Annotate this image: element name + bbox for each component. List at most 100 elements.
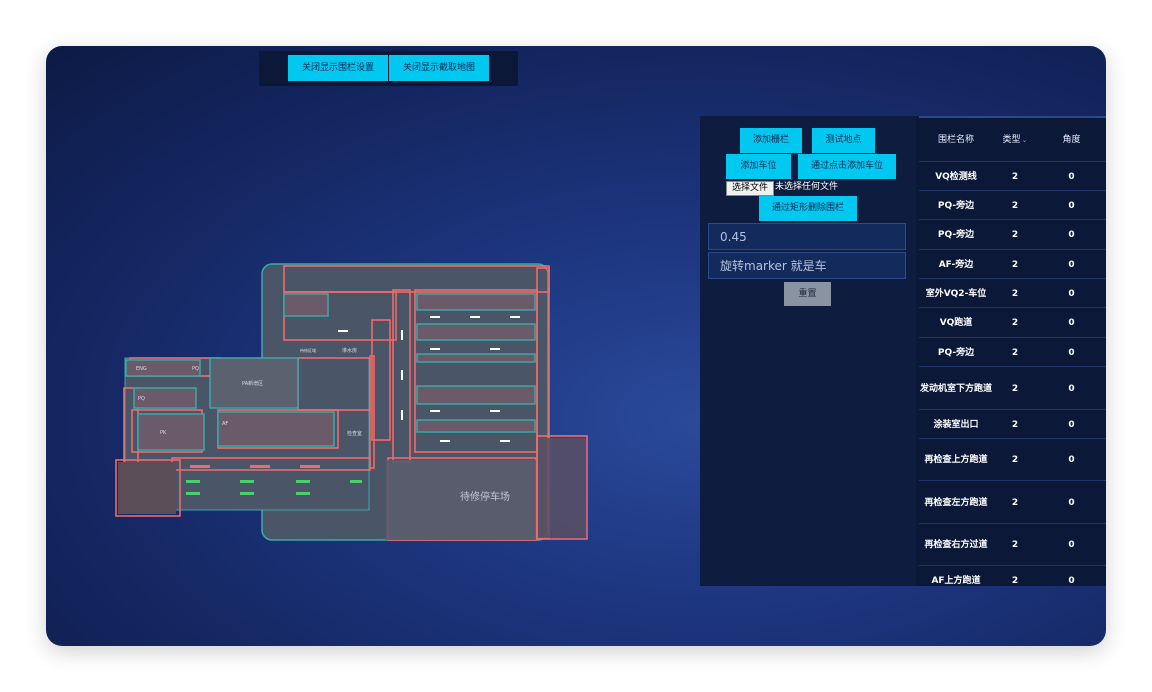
zone-hatch-6 xyxy=(416,419,536,433)
table-header: 围栏名称 类型⌄ 角度 xyxy=(919,116,1106,162)
reset-button[interactable]: 重置 xyxy=(784,282,831,306)
cell-name: PQ-旁边 xyxy=(937,200,975,211)
table-row[interactable]: 涂装室出口 2 0 xyxy=(919,409,1106,439)
zone-group xyxy=(125,293,536,451)
zone-pk xyxy=(137,413,205,451)
cell-name: AF-旁边 xyxy=(938,259,974,270)
zone-hatch-5 xyxy=(416,385,536,405)
chevron-down-icon: ⌄ xyxy=(1021,136,1028,144)
cell-type: 2 xyxy=(1011,171,1019,182)
click-add-parking-button[interactable]: 通过点击添加车位 xyxy=(798,154,896,179)
cell-angle: 0 xyxy=(1068,288,1075,299)
white-arrow-group xyxy=(338,316,520,442)
label-pq-2: PQ xyxy=(138,396,145,402)
cell-name: AF上方跑道 xyxy=(931,576,981,586)
app-frame: 关闭显示围栏设置 关闭显示截取地图 xyxy=(46,46,1106,646)
factory-map-canvas[interactable]: 待修停车场 PA新增区 ENG PQ PQ AF PK 淋水房 检查室 待修区域 xyxy=(110,260,588,545)
header-angle: 角度 xyxy=(1062,135,1081,145)
label-pa: PA新增区 xyxy=(242,380,263,387)
cell-type: 2 xyxy=(1011,540,1019,550)
cell-angle: 0 xyxy=(1068,318,1075,328)
control-area: 添加栅栏 测试地点 添加车位 通过点击添加车位 选择文件 未选择任何文件 通过矩… xyxy=(700,116,916,586)
cell-type: 2 xyxy=(1011,200,1019,211)
label-pk: PK xyxy=(160,430,167,436)
table-row[interactable]: AF-旁边 2 0 xyxy=(919,249,1106,279)
cell-name: VQ跑道 xyxy=(939,318,973,328)
zone-pa xyxy=(209,357,299,409)
cell-name: 室外VQ2-车位 xyxy=(925,288,987,299)
choose-file-button[interactable]: 选择文件 xyxy=(726,181,775,196)
cell-angle: 0 xyxy=(1068,171,1075,182)
zone-pq xyxy=(133,387,197,409)
cell-name: 发动机室下方跑道 xyxy=(919,383,992,394)
cell-type: 2 xyxy=(1011,230,1019,240)
fence-far-right xyxy=(536,435,588,540)
cell-type: 2 xyxy=(1011,576,1019,586)
add-fence-button[interactable]: 添加栅栏 xyxy=(740,128,802,153)
label-pq: PQ xyxy=(192,366,199,372)
cell-name: 再检查右方过道 xyxy=(924,540,988,550)
header-type[interactable]: 类型⌄ xyxy=(993,118,1037,162)
green-arrow-group xyxy=(186,480,362,495)
cell-angle: 0 xyxy=(1068,259,1075,270)
toggle-capture-map-button[interactable]: 关闭显示截取地图 xyxy=(389,55,489,81)
cell-angle: 0 xyxy=(1068,347,1075,358)
table-row[interactable]: 再检查上方跑道 2 0 xyxy=(919,438,1106,481)
toggle-fence-settings-button[interactable]: 关闭显示围栏设置 xyxy=(288,55,388,81)
label-af: AF xyxy=(222,421,228,427)
rect-delete-fence-button[interactable]: 通过矩形删除围栏 xyxy=(759,196,857,221)
top-toolbar: 关闭显示围栏设置 关闭显示截取地图 xyxy=(259,51,518,86)
cell-type: 2 xyxy=(1011,419,1019,430)
cell-angle: 0 xyxy=(1068,200,1075,211)
cell-angle: 0 xyxy=(1068,419,1075,430)
rotate-marker-input[interactable]: 旋转marker 就是车 xyxy=(708,252,906,279)
zone-hatch-1 xyxy=(283,293,329,317)
test-location-button[interactable]: 测试地点 xyxy=(812,128,875,153)
zone-hatch-4 xyxy=(416,353,536,363)
table-row[interactable]: VQ跑道 2 0 xyxy=(919,307,1106,338)
cell-angle: 0 xyxy=(1068,576,1075,586)
cell-angle: 0 xyxy=(1068,230,1075,240)
table-row[interactable]: AF上方跑道 2 0 xyxy=(919,565,1106,586)
cell-name: PQ-旁边 xyxy=(937,230,975,240)
cell-name: 再检查左方跑道 xyxy=(924,497,988,508)
zone-eng xyxy=(125,359,201,377)
cell-name: 再检查上方跑道 xyxy=(924,455,988,465)
cell-name: VQ检测线 xyxy=(935,171,977,182)
label-small: 待修区域 xyxy=(300,347,316,353)
table-row[interactable]: 再检查右方过道 2 0 xyxy=(919,523,1106,566)
cell-name: 涂装室出口 xyxy=(933,419,979,430)
cell-type: 2 xyxy=(1011,288,1019,299)
factory-map[interactable]: 待修停车场 PA新增区 ENG PQ PQ AF PK 淋水房 检查室 待修区域 xyxy=(110,260,588,545)
cell-angle: 0 xyxy=(1068,455,1075,465)
label-wait-parking: 待修停车场 xyxy=(460,490,510,503)
file-status-text: 未选择任何文件 xyxy=(775,182,839,192)
wait-parking-area xyxy=(386,460,536,540)
cell-name: PQ-旁边 xyxy=(937,347,975,358)
cell-type: 2 xyxy=(1011,259,1019,270)
left-bottom-area xyxy=(118,462,176,514)
table-row[interactable]: PQ-旁边 2 0 xyxy=(919,219,1106,250)
arrow-group xyxy=(190,465,320,468)
header-name: 围栏名称 xyxy=(937,135,974,145)
cell-angle: 0 xyxy=(1068,383,1075,394)
value-input[interactable]: 0.45 xyxy=(708,223,906,250)
table-row[interactable]: VQ检测线 2 0 xyxy=(919,161,1106,191)
cell-angle: 0 xyxy=(1068,540,1075,550)
table-row[interactable]: 室外VQ2-车位 2 0 xyxy=(919,278,1106,308)
zone-af xyxy=(217,411,335,447)
label-room: 检查室 xyxy=(347,430,362,437)
table-row[interactable]: PQ-旁边 2 0 xyxy=(919,190,1106,220)
zone-hatch-2 xyxy=(416,293,536,311)
add-parking-button[interactable]: 添加车位 xyxy=(726,154,791,179)
cell-type: 2 xyxy=(1011,455,1019,465)
cell-type: 2 xyxy=(1011,318,1019,328)
label-eng: ENG xyxy=(136,366,147,372)
zone-hatch-3 xyxy=(416,323,536,341)
far-right-area xyxy=(538,438,586,538)
cell-angle: 0 xyxy=(1068,497,1075,508)
